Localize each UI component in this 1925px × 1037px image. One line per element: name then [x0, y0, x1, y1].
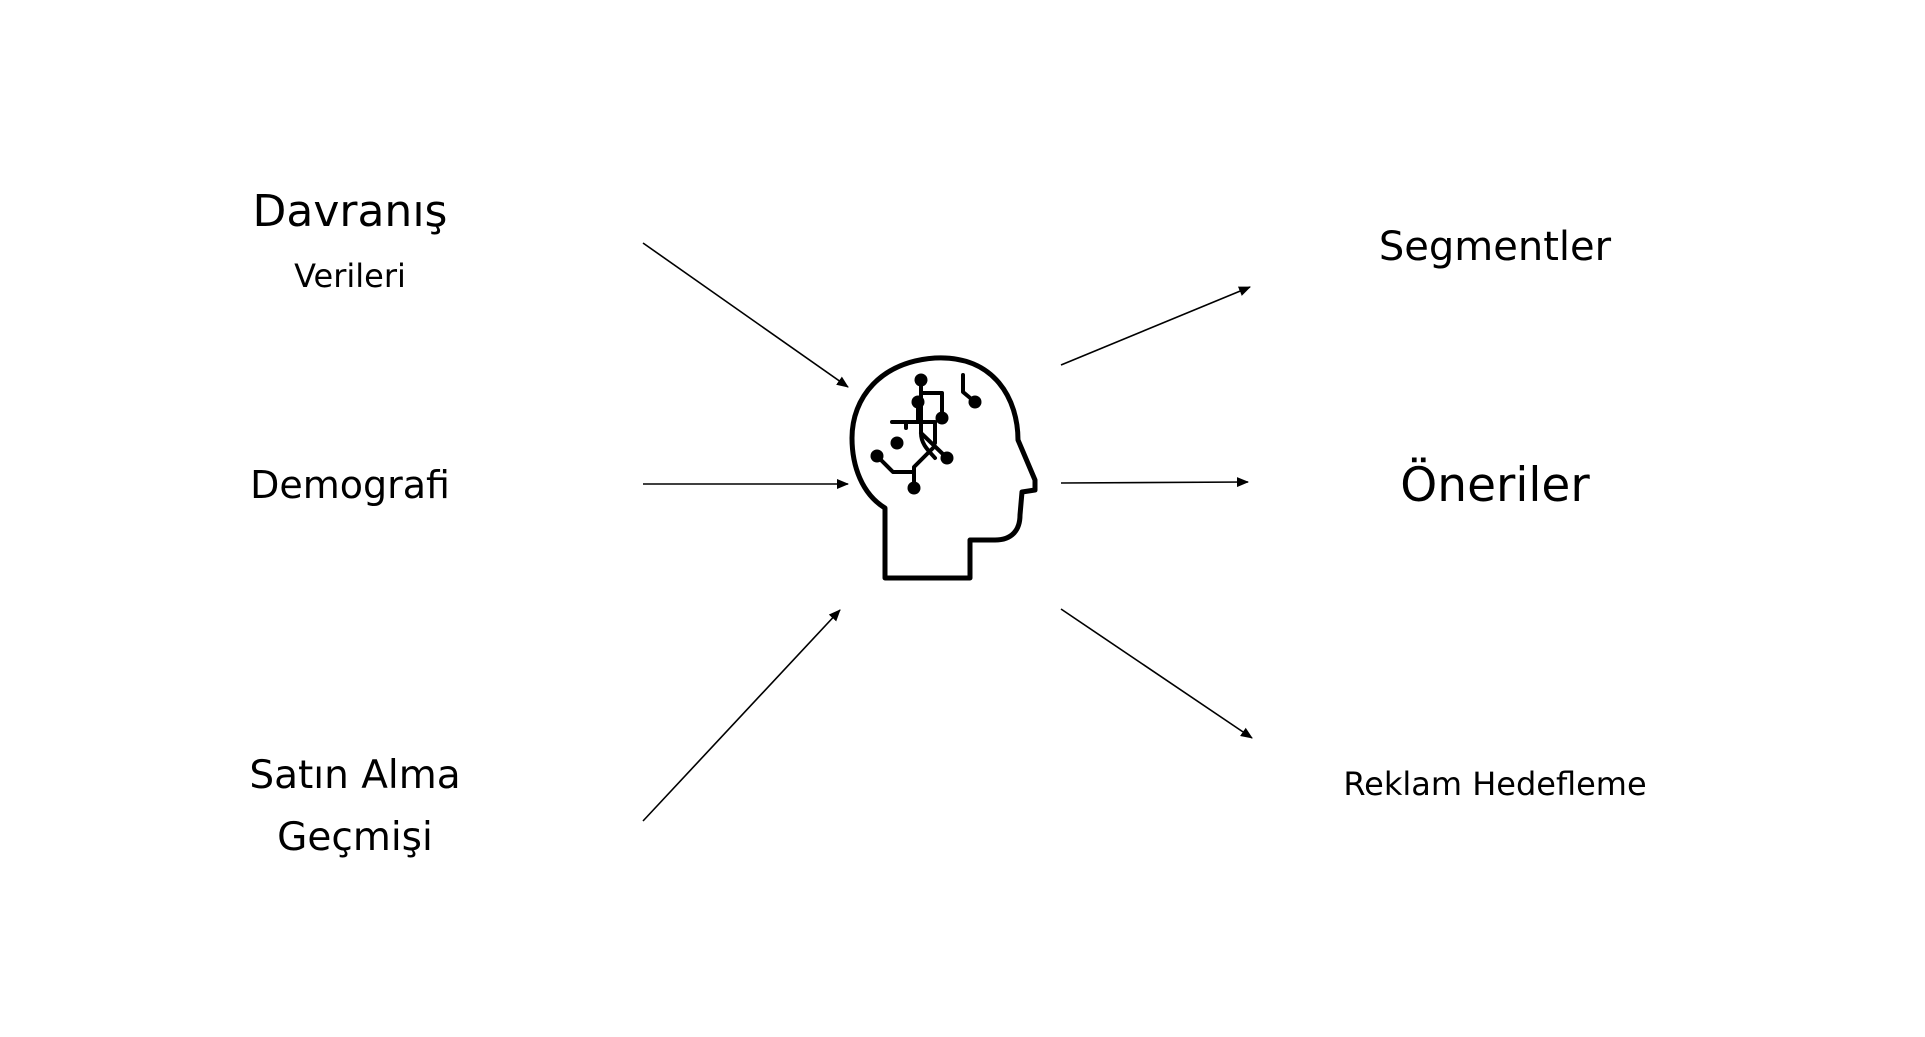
input-demographics: Demografi — [250, 463, 450, 507]
input-purchase-title: Satın Alma — [249, 753, 461, 798]
ai-brain-head-icon — [849, 355, 1038, 581]
arrow-brain-to-ad-targeting — [1060, 608, 1253, 739]
arrow-brain-to-segments — [1060, 286, 1251, 366]
arrow-brain-to-recommendations — [1060, 477, 1249, 488]
output-segments: Segmentler — [1378, 224, 1612, 270]
input-behavior-title: Davranış — [252, 186, 448, 237]
input-behavior-subtitle: Verileri — [294, 257, 406, 295]
output-ad-targeting: Reklam Hedefleme — [1343, 765, 1647, 803]
arrow-behavior-to-brain — [642, 242, 849, 388]
output-recommendations: Öneriler — [1400, 458, 1590, 513]
input-purchase-subtitle: Geçmişi — [277, 815, 433, 860]
arrow-purchase-to-brain — [642, 609, 841, 822]
circuit-nodes — [870, 373, 982, 495]
